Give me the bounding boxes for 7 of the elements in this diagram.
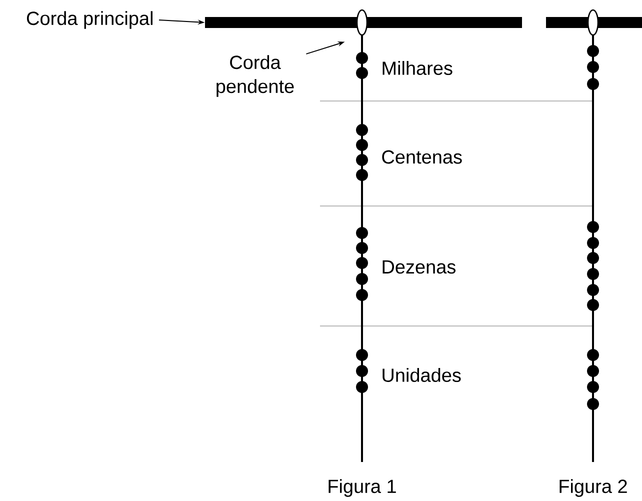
place-value-label: Unidades <box>382 368 461 382</box>
place-value-label: Milhares <box>382 61 452 75</box>
label-text: Corda pendente <box>216 55 294 97</box>
place-value-label: Dezenas <box>382 260 456 274</box>
main-cord <box>205 17 522 28</box>
place-value-label: Centenas <box>382 150 462 164</box>
label-text: Corda principal <box>26 11 152 29</box>
